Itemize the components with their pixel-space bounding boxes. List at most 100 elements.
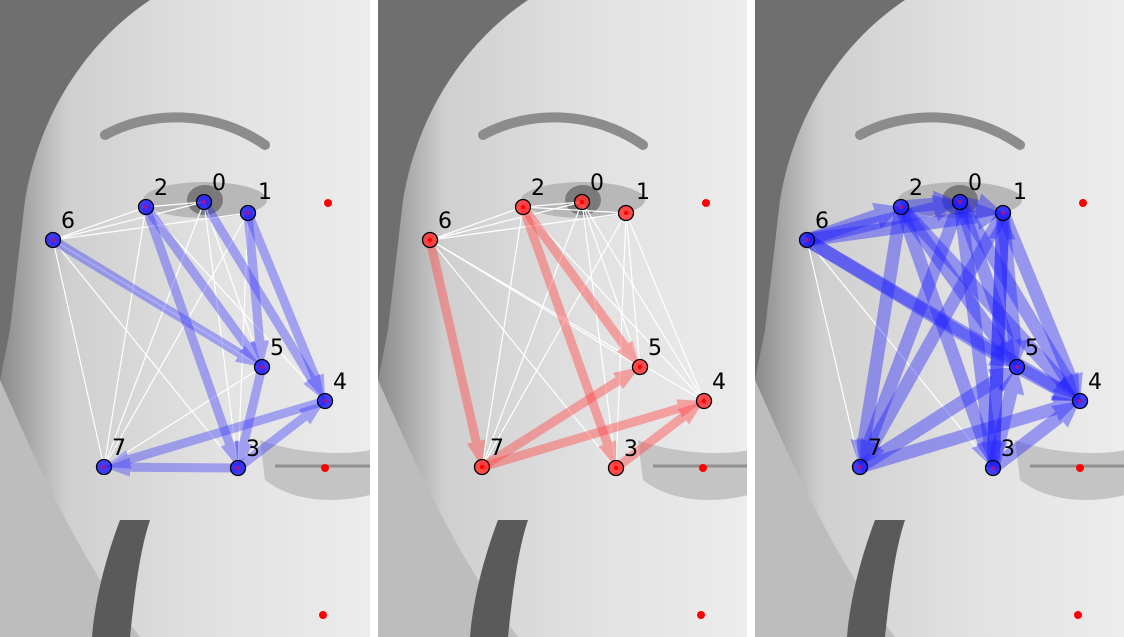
- transition-arrow: [953, 199, 1022, 367]
- transition-arrow: [104, 396, 327, 469]
- transition-line: [581, 201, 641, 368]
- node-label: 5: [270, 336, 284, 361]
- transition-line: [581, 201, 705, 402]
- transition-line: [103, 206, 147, 468]
- transition-arrow: [804, 202, 901, 247]
- transition-line: [52, 201, 205, 241]
- transition-line: [625, 212, 641, 368]
- fixation-node-4: 4: [1071, 370, 1102, 410]
- transition-arrow: [243, 211, 325, 401]
- fixation-node-3: 3: [607, 437, 638, 477]
- reference-dot: [1079, 199, 1087, 207]
- transition-arrow: [50, 236, 262, 367]
- transition-arrow: [996, 212, 1029, 367]
- fixation-node-2: 2: [137, 176, 168, 216]
- transition-line: [203, 201, 263, 368]
- fixation-node-3: 3: [229, 437, 260, 477]
- transition-arrow: [900, 190, 960, 218]
- node-label: 1: [636, 180, 650, 205]
- transition-arrow: [989, 401, 1080, 474]
- transition-line: [615, 212, 627, 469]
- fixation-node-2: 2: [892, 176, 923, 216]
- transition-line: [522, 206, 705, 402]
- transition-line: [481, 201, 583, 468]
- transition-line: [203, 201, 239, 469]
- transition-arrow: [803, 234, 1017, 367]
- transition-line: [806, 239, 861, 468]
- transition-line: [429, 212, 627, 241]
- reference-dot: [702, 199, 710, 207]
- fixation-node-4: 4: [695, 370, 726, 410]
- transition-arrow: [986, 367, 1025, 470]
- transition-arrow: [613, 401, 704, 472]
- transition-arrow: [895, 203, 1017, 367]
- transition-line: [481, 206, 524, 468]
- transition-arrow: [980, 212, 1010, 468]
- fixation-node-7: 7: [95, 436, 126, 476]
- node-label: 3: [624, 437, 638, 462]
- transition-line: [522, 206, 627, 214]
- transition-arrow: [480, 399, 704, 472]
- node-label: 0: [968, 171, 982, 196]
- fixation-node-1: 1: [239, 180, 272, 222]
- node-label: 7: [112, 436, 126, 461]
- transition-arrow: [856, 199, 967, 467]
- fixation-node-5: 5: [1008, 336, 1039, 376]
- transition-arrow: [479, 367, 640, 471]
- fixation-node-4: 4: [316, 370, 347, 410]
- transition-line: [52, 206, 147, 241]
- transition-arrow: [858, 395, 1080, 474]
- node-label: 3: [1001, 437, 1015, 462]
- fixation-node-6: 6: [44, 209, 75, 249]
- transition-line: [481, 212, 627, 468]
- transition-arrow: [806, 203, 1003, 247]
- transition-arrow: [894, 204, 998, 469]
- transition-arrow: [200, 199, 325, 401]
- transition-line: [237, 212, 249, 469]
- reference-dot: [324, 199, 332, 207]
- transition-arrow: [234, 365, 267, 468]
- transition-arrow: [1013, 361, 1080, 401]
- fixation-node-3: 3: [984, 437, 1015, 477]
- face-photo: [755, 0, 1124, 637]
- fixation-node-7: 7: [473, 436, 504, 476]
- node-label: 5: [1025, 336, 1039, 361]
- transition-arrow: [958, 193, 1003, 220]
- transition-line: [429, 239, 617, 469]
- fixation-node-6: 6: [421, 209, 452, 249]
- transition-arrow: [860, 209, 1009, 467]
- transition-arrow: [896, 202, 1080, 401]
- transition-line: [52, 239, 105, 468]
- transition-arrow: [519, 204, 640, 367]
- transition-line: [103, 212, 249, 468]
- node-label: 7: [490, 436, 504, 461]
- node-label: 4: [1088, 370, 1102, 395]
- node-label: 6: [438, 209, 452, 234]
- fixation-node-6: 6: [798, 209, 829, 249]
- fixation-node-0: 0: [951, 171, 982, 211]
- transition-arrow: [856, 367, 1017, 473]
- transition-arrow: [518, 205, 617, 469]
- fixation-node-5: 5: [253, 336, 284, 376]
- transition-arrow: [986, 213, 1016, 469]
- node-label: 6: [815, 209, 829, 234]
- face-photo: [0, 0, 370, 637]
- transition-line: [103, 201, 205, 468]
- transition-arrow: [953, 201, 1004, 468]
- transition-line: [581, 201, 617, 469]
- transition-line: [429, 239, 705, 402]
- node-label: 3: [246, 437, 260, 462]
- fixation-node-1: 1: [617, 180, 650, 222]
- reference-dot: [321, 464, 329, 472]
- transition-arrow: [803, 234, 1080, 401]
- transition-arrow: [425, 238, 486, 467]
- node-label: 2: [909, 176, 923, 201]
- fixation-node-7: 7: [851, 436, 882, 476]
- transition-line: [103, 366, 263, 468]
- fixation-node-0: 0: [573, 171, 604, 211]
- transition-line: [145, 201, 205, 208]
- node-label: 6: [61, 209, 75, 234]
- transition-line: [806, 239, 994, 469]
- reference-dot: [319, 611, 327, 619]
